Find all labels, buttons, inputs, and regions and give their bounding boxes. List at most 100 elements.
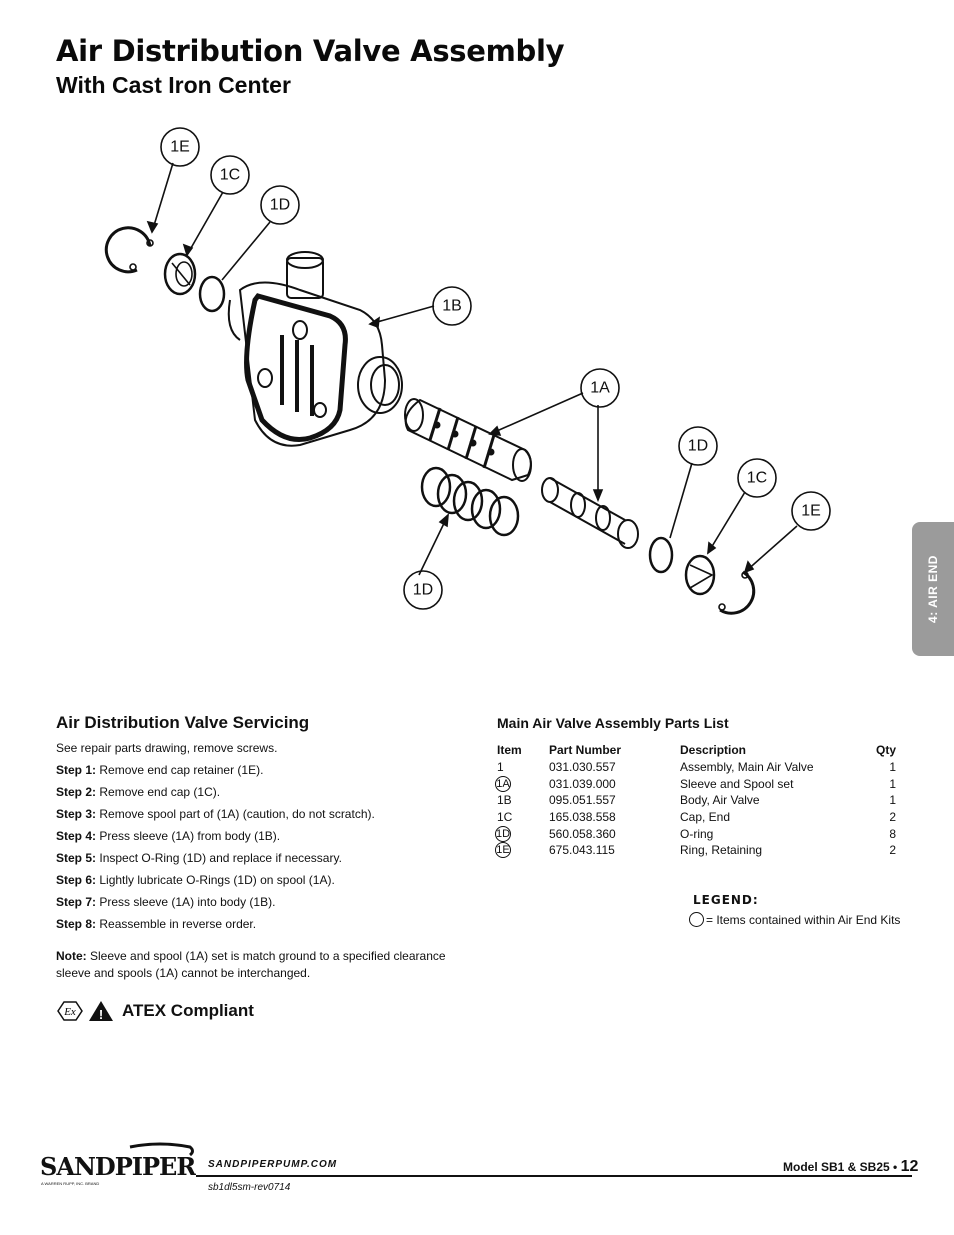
valve-body — [227, 251, 403, 447]
callout-label: 1B — [442, 298, 462, 315]
page-number: 12 — [900, 1158, 919, 1175]
section-side-tab[interactable]: 4: AIR END — [912, 522, 954, 656]
step-row: Step 8: Reassemble in reverse order. — [56, 917, 257, 931]
table-header-row: Item Part Number Description Qty — [497, 741, 900, 759]
callout-1b — [432, 286, 472, 326]
legend-row: = Items contained within Air End Kits — [689, 912, 900, 927]
qty-cell: 1 — [889, 793, 896, 808]
col-header: Qty — [875, 743, 896, 757]
servicing-intro: See repair parts drawing, remove screws. — [56, 741, 278, 755]
table-row: 1E 675.043.115 Ring, Retaining 2 — [495, 842, 900, 859]
col-header: Part Number — [549, 743, 622, 757]
revision-code: sb1dl5sm-rev0714 — [208, 1182, 291, 1193]
legend-title: LEGEND: — [693, 893, 759, 907]
footer-rule — [196, 1175, 912, 1177]
atex-compliance: Ex ! ATEX Compliant — [56, 998, 254, 1024]
parts-list-title: Main Air Valve Assembly Parts List — [497, 715, 729, 731]
table-row: 1A 031.039.000 Sleeve and Spool set 1 — [495, 775, 900, 793]
leader-line — [744, 525, 798, 573]
page-subtitle: With Cast Iron Center — [56, 72, 291, 98]
callout-1e-right — [791, 491, 831, 531]
kit-item-marker: 1E — [495, 842, 511, 859]
callout-label: 1D — [270, 197, 290, 214]
step-row: Step 4: Press sleeve (1A) from body (1B)… — [56, 829, 281, 843]
o-ring-left — [198, 275, 226, 313]
parts-table: Item Part Number Description Qty 1 031.0… — [495, 741, 900, 859]
callout-label: 1C — [220, 167, 240, 184]
warning-icon: ! — [89, 1001, 113, 1022]
page-title: Air Distribution Valve Assembly — [56, 34, 565, 68]
part-number-cell: 095.051.557 — [549, 793, 616, 808]
description-cell: Assembly, Main Air Valve — [680, 760, 814, 775]
kit-item-marker: 1A — [495, 775, 511, 792]
step-row: Step 6: Lightly lubricate O-Rings (1D) o… — [56, 873, 335, 887]
qty-cell: 8 — [889, 826, 896, 841]
end-cap-left — [163, 252, 197, 296]
col-header: Item — [497, 743, 522, 757]
callout-label: 1C — [747, 470, 767, 487]
leader-line — [669, 462, 693, 539]
callout-label: 1E — [801, 503, 821, 520]
leader-line — [489, 392, 584, 435]
callout-1e-top — [160, 127, 200, 167]
servicing-title: Air Distribution Valve Servicing — [56, 713, 310, 732]
retaining-ring-left — [104, 226, 152, 274]
callout-label: 1A — [590, 380, 610, 397]
callout-1a — [580, 368, 620, 408]
table-row: 1D 560.058.360 O-ring 8 — [495, 825, 900, 842]
leader-line — [707, 491, 746, 554]
exploded-parts-diagram: 1E 1C 1D 1B 1A 1D 1C 1E 1D — [104, 127, 831, 615]
atex-label: ATEX Compliant — [122, 1001, 254, 1020]
step-row: Step 5: Inspect O-Ring (1D) and replace … — [56, 851, 342, 865]
leader-line — [369, 305, 435, 325]
table-row: 1 031.030.557 Assembly, Main Air Valve 1 — [497, 759, 900, 776]
callout-1d-bottom — [403, 570, 443, 610]
legend-text: = Items contained within Air End Kits — [706, 912, 901, 927]
end-cap-right — [684, 554, 716, 596]
description-cell: Sleeve and Spool set — [680, 776, 794, 791]
servicing-note: Note: Sleeve and spool (1A) set is match… — [56, 949, 446, 980]
part-number-cell: 165.038.558 — [549, 810, 616, 825]
part-number-cell: 031.039.000 — [549, 776, 616, 791]
leader-line — [151, 162, 174, 233]
col-header: Description — [680, 743, 747, 757]
side-tab-label: 4: AIR END — [926, 555, 940, 623]
servicing-steps: See repair parts drawing, remove screws.… — [56, 741, 456, 939]
spool — [541, 477, 639, 549]
item-cell: 1C — [497, 810, 513, 825]
qty-cell: 1 — [889, 760, 896, 775]
o-ring-set — [420, 466, 520, 537]
part-number-cell: 675.043.115 — [549, 843, 615, 858]
kit-item-marker: 1D — [495, 825, 511, 842]
step-row: Step 2: Remove end cap (1C). — [56, 785, 221, 799]
step-row: Step 7: Press sleeve (1A) into body (1B)… — [56, 895, 276, 909]
callout-1d-top — [260, 185, 300, 225]
o-ring-right — [648, 536, 674, 574]
description-cell: Body, Air Valve — [680, 793, 760, 808]
description-cell: O-ring — [680, 826, 714, 841]
svg-text:SANDPIPER: SANDPIPER — [40, 1152, 196, 1181]
part-number-cell: 560.058.360 — [549, 826, 616, 841]
table-row: 1C 165.038.558 Cap, End 2 — [497, 809, 900, 826]
table-row: 1B 095.051.557 Body, Air Valve 1 — [497, 792, 900, 809]
svg-text:Ex: Ex — [63, 1006, 76, 1018]
model-page-number: Model SB1 & SB25 • 12 — [783, 1158, 919, 1175]
website-link[interactable]: SANDPIPERPUMP.COM — [208, 1159, 338, 1170]
circle-icon — [689, 912, 704, 927]
atex-ex-icon: Ex — [57, 1001, 83, 1021]
callout-label: 1D — [688, 438, 708, 455]
callout-label: 1E — [170, 139, 190, 156]
sleeve — [404, 398, 532, 482]
sandpiper-logo: SANDPIPER A WARREN RUPP, INC. BRAND — [40, 1141, 198, 1192]
leader-line — [221, 221, 271, 281]
callout-1c-top — [210, 155, 250, 195]
description-cell: Cap, End — [680, 810, 731, 825]
svg-text:A WARREN RUPP, INC. BRAND: A WARREN RUPP, INC. BRAND — [41, 1181, 99, 1186]
svg-text:!: ! — [99, 1007, 103, 1022]
callout-1c-right — [737, 458, 777, 498]
qty-cell: 2 — [889, 810, 896, 825]
leader-line — [418, 514, 449, 576]
item-cell: 1 — [497, 760, 504, 775]
qty-cell: 1 — [889, 776, 896, 791]
step-row: Step 3: Remove spool part of (1A) (cauti… — [56, 807, 375, 821]
